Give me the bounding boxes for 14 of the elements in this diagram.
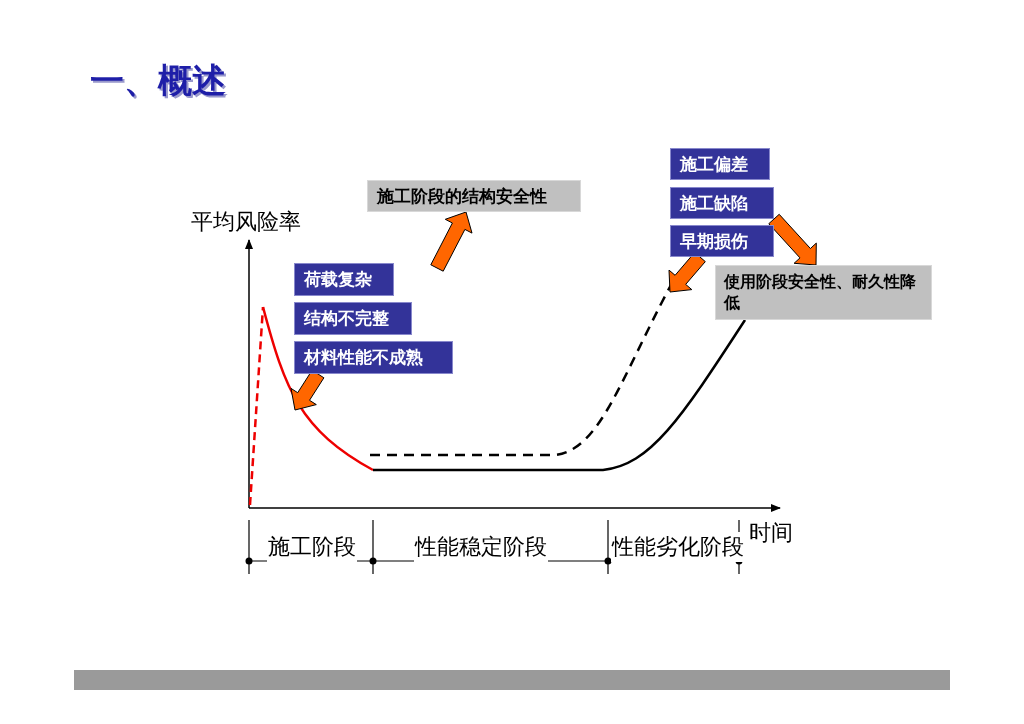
phase-label: 性能稳定阶段 [414, 532, 548, 562]
phase-label: 施工阶段 [267, 532, 357, 562]
cause-box: 施工偏差 [670, 148, 770, 180]
title: 一、概述 [90, 59, 226, 102]
cause-box: 荷载复杂 [294, 263, 394, 296]
block-arrow [768, 213, 817, 266]
cause-box: 结构不完整 [294, 302, 412, 335]
cause-box: 早期损伤 [670, 225, 774, 257]
result-box: 使用阶段安全性、耐久性降低 [715, 265, 932, 320]
phase-label: 性能劣化阶段 [611, 532, 745, 562]
cause-box: 施工缺陷 [670, 187, 774, 219]
cause-box: 材料性能不成熟 [294, 341, 453, 374]
result-box: 施工阶段的结构安全性 [367, 180, 581, 212]
block-arrow [430, 211, 473, 272]
